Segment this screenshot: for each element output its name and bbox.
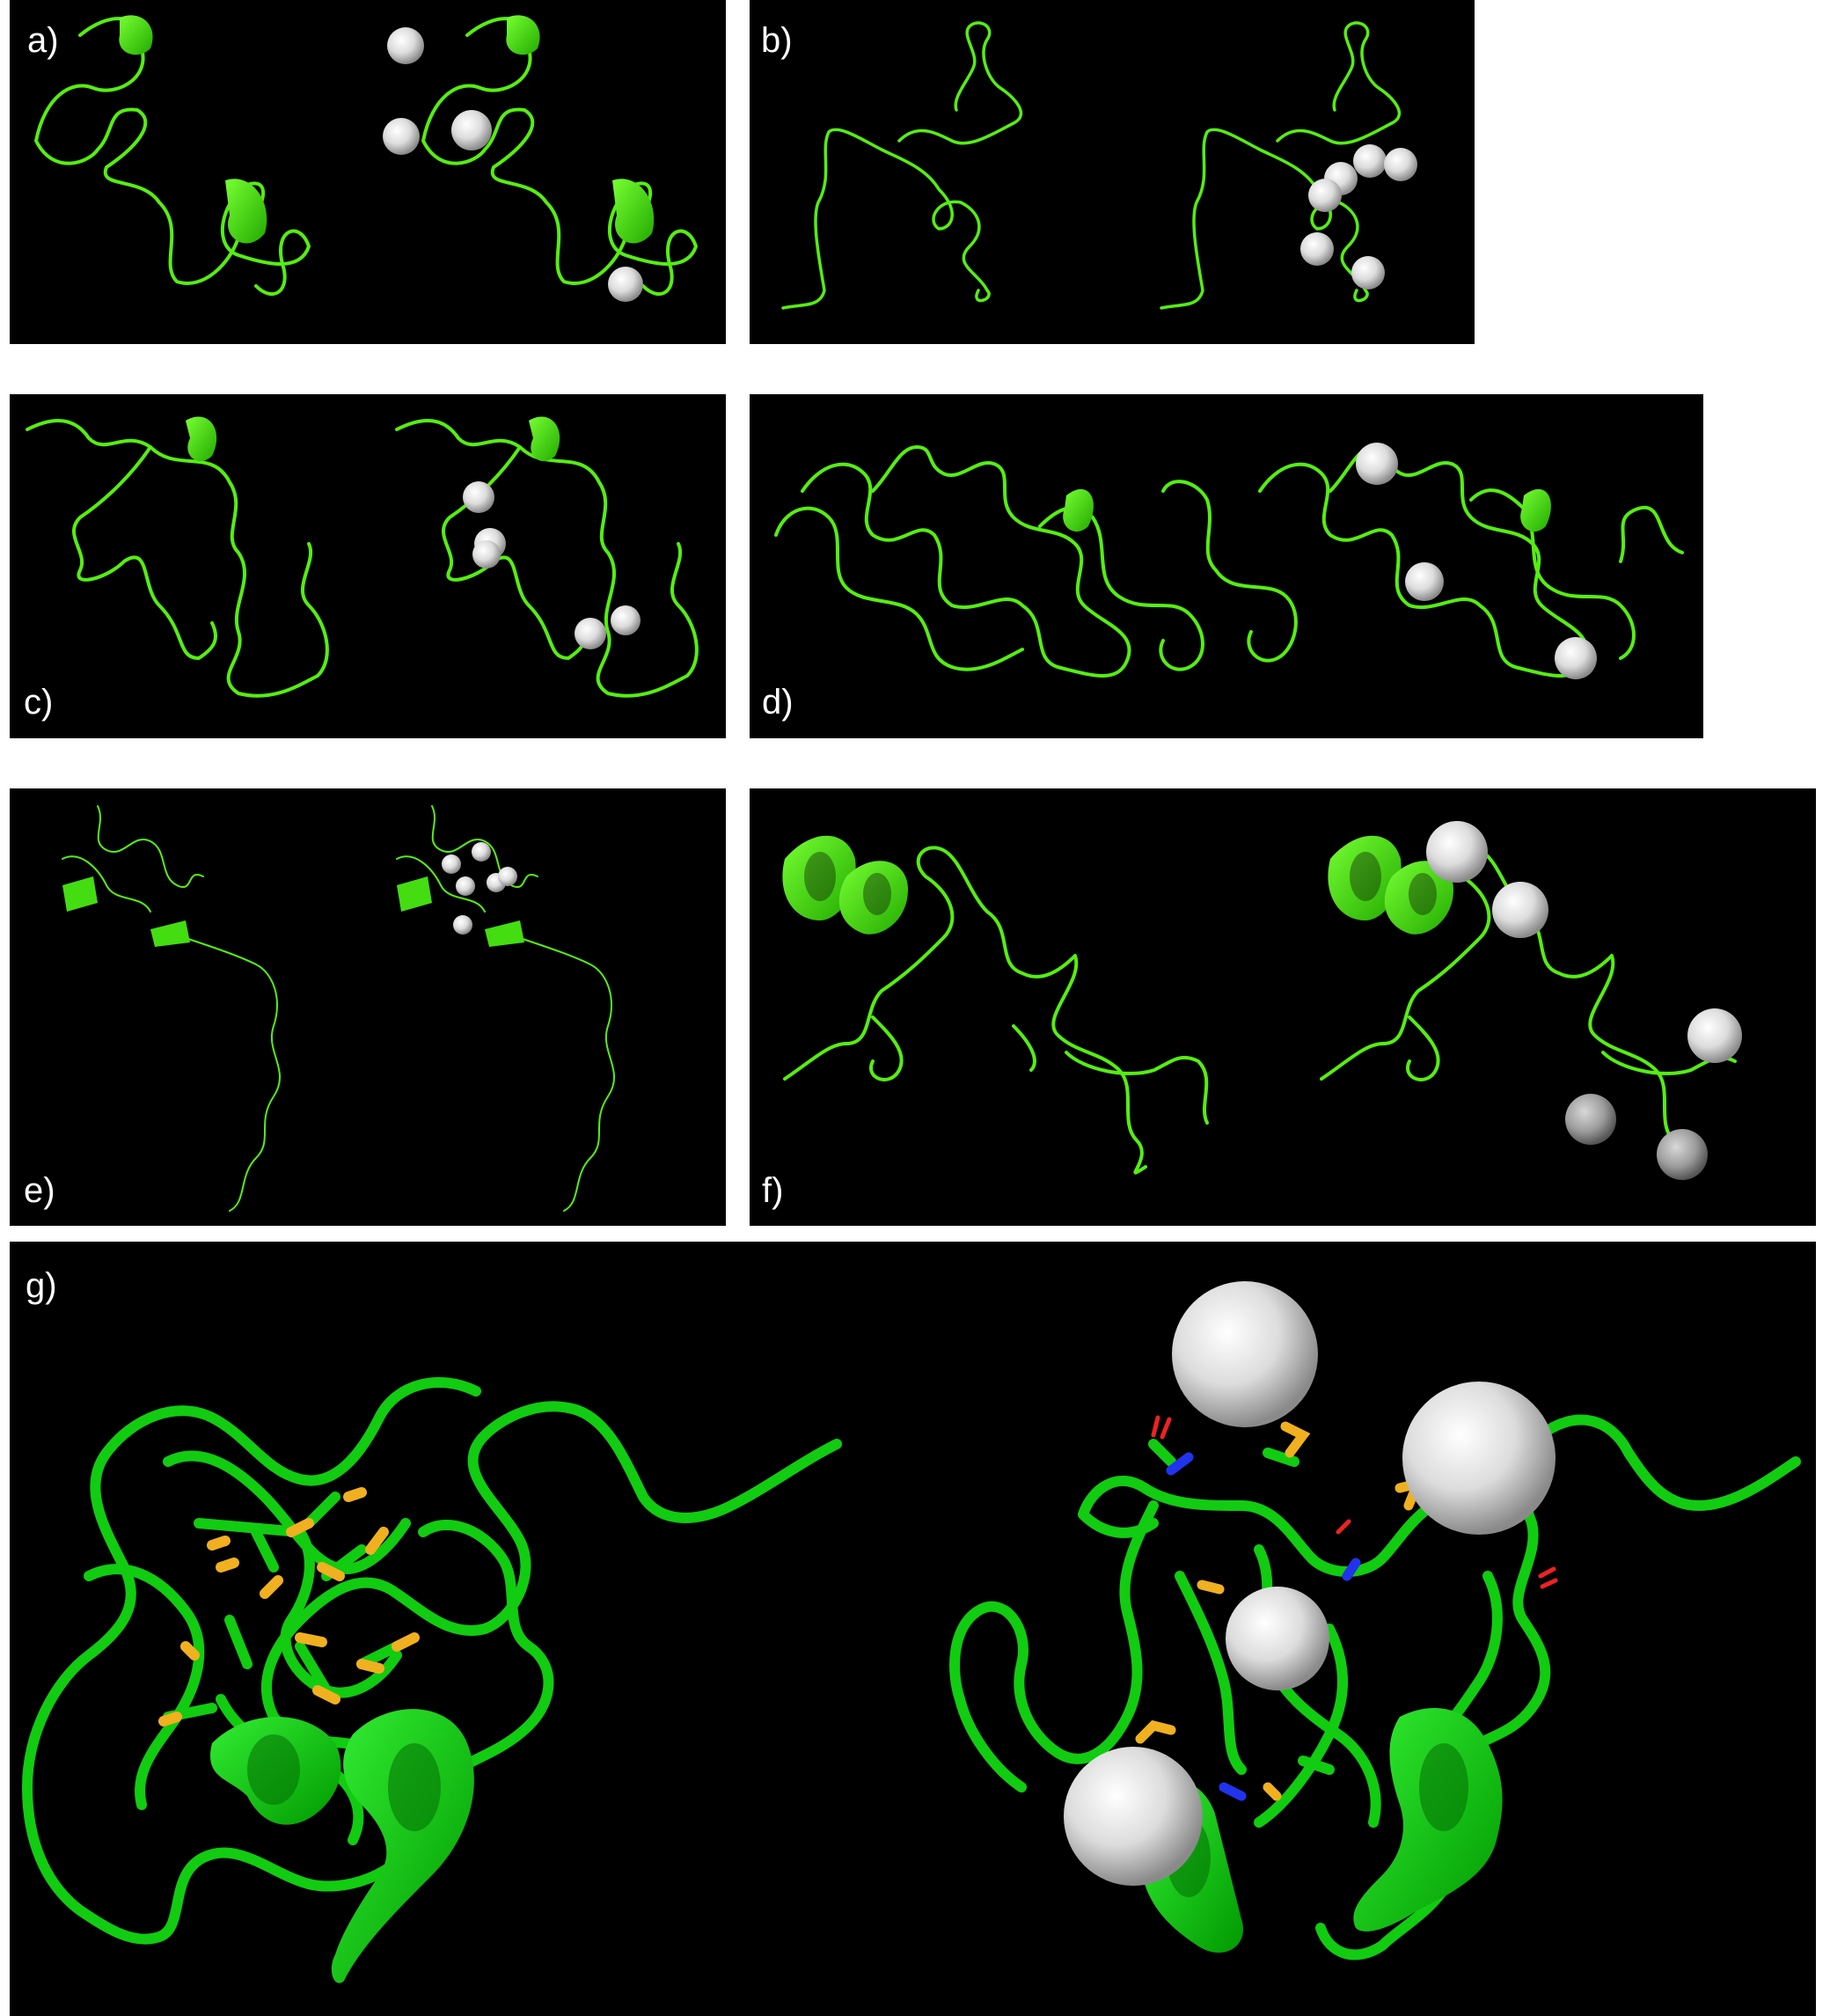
metal-ion-sphere: [453, 915, 472, 935]
helix-group: [782, 835, 1453, 935]
metal-ion-sphere: [1402, 1382, 1556, 1535]
backbone-ribbon: [949, 1414, 1801, 1961]
metal-ion-sphere: [1492, 882, 1548, 938]
helix: [782, 835, 856, 920]
metal-ion-sphere: [1657, 1129, 1708, 1180]
metal-ion-sphere: [1405, 562, 1444, 601]
helix-shade: [1419, 1743, 1468, 1831]
metal-ion-sphere: [611, 605, 640, 635]
backbone-ribbon: [34, 17, 311, 297]
metal-ion-sphere: [1308, 179, 1342, 212]
protein-structure-a: [34, 15, 698, 302]
helix: [1520, 488, 1551, 532]
metal-ion-sphere: [1351, 256, 1385, 290]
helix: [1384, 861, 1453, 935]
panel-d: d): [750, 394, 1703, 738]
helix-group: [210, 1709, 474, 1983]
helix: [612, 179, 655, 244]
panel-label-c: c): [24, 683, 54, 722]
protein-structure-g: [22, 1281, 1801, 1983]
metal-ion-sphere: [451, 110, 492, 150]
metal-ion-sphere: [1300, 232, 1334, 266]
metal-ion-sphere: [1384, 148, 1417, 181]
helix: [119, 15, 153, 55]
backbone-ribbon: [781, 21, 1023, 310]
metal-ion-sphere: [472, 842, 491, 861]
oxygen-stick: [1151, 1415, 1558, 1589]
metal-ion-sphere: [472, 540, 501, 568]
helix-shade: [247, 1734, 300, 1805]
backbone-ribbon-2: [395, 419, 699, 698]
panel-a: a): [10, 0, 726, 344]
panel-b: b): [750, 0, 1475, 344]
metal-ion-sphere: [1172, 1281, 1318, 1427]
backbone-ribbon: [26, 419, 329, 698]
helix-shade: [388, 1743, 441, 1831]
helix: [838, 861, 908, 935]
metal-ion-sphere: [1226, 1587, 1329, 1690]
panel-c: c): [10, 394, 726, 738]
metal-ion-sphere: [387, 27, 424, 64]
helix: [506, 15, 540, 55]
panel-e: e): [10, 788, 726, 1226]
backbone-ribbon-2: [396, 805, 616, 1212]
panel-label-g: g): [26, 1266, 57, 1305]
helix: [225, 179, 267, 244]
metal-ion-sphere: [1356, 443, 1398, 485]
metal-ion-sphere: [463, 481, 494, 513]
helix: [186, 416, 217, 462]
metal-ion-sphere: [1064, 1747, 1203, 1886]
backbone-ribbon: [774, 445, 1298, 678]
metal-ion-sphere: [1426, 821, 1488, 883]
backbone-ribbon: [783, 846, 1209, 1175]
protein-structure-b: [781, 21, 1417, 310]
metal-ion-sphere: [1565, 1094, 1616, 1145]
metal-ion-sphere: [575, 618, 606, 649]
metal-ion-sphere: [498, 867, 517, 886]
metal-ion-sphere: [608, 267, 643, 302]
sulfur-stick: [158, 1487, 420, 1726]
backbone-ribbon: [62, 805, 282, 1212]
panel-label-a: a): [27, 21, 59, 60]
protein-structure-c: [26, 416, 699, 698]
protein-structure-f: [782, 821, 1742, 1180]
beta-strand: [62, 876, 98, 912]
panel-label-b: b): [761, 21, 793, 60]
helix: [1063, 488, 1094, 532]
backbone-ribbon-2: [421, 17, 698, 297]
side-chain-stick: [1148, 1439, 1335, 1775]
metal-ion-sphere: [1353, 144, 1387, 178]
panel-label-d: d): [762, 683, 794, 722]
panel-label-e: e): [24, 1171, 55, 1210]
panel-g: g): [10, 1242, 1816, 2016]
protein-structure-d: [774, 443, 1684, 679]
beta-strand: [485, 920, 524, 947]
beta-strand: [150, 920, 190, 947]
backbone-ribbon-2: [1258, 445, 1684, 678]
metal-ion-sphere: [456, 876, 475, 896]
panel-f: f): [750, 788, 1816, 1226]
metal-ion-sphere: [442, 854, 461, 874]
panel-label-f: f): [762, 1171, 784, 1210]
metal-ion-sphere: [1555, 637, 1597, 679]
metal-ion-sphere: [1687, 1008, 1742, 1063]
metal-ion-sphere: [383, 118, 420, 155]
helix: [1328, 835, 1402, 920]
helix: [529, 416, 560, 462]
protein-structure-e: [62, 805, 616, 1212]
beta-strand: [397, 876, 432, 912]
side-chain-stick: [163, 1492, 402, 1722]
